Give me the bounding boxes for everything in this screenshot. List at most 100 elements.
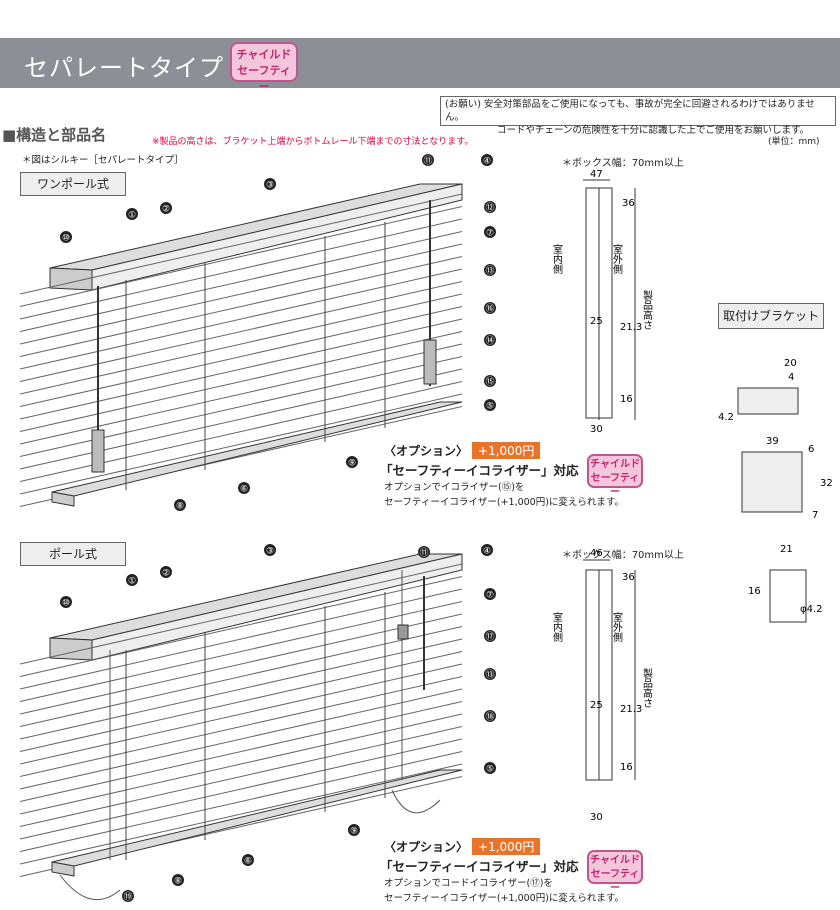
dim-213: 21.3 (620, 322, 642, 333)
callout-marker (174, 499, 186, 511)
badge-line1: チャイルド (590, 459, 640, 470)
slat (19, 726, 463, 827)
figure-note: ＊図はシルキー［セパレートタイプ］ (22, 155, 184, 166)
callout-number: ⑪ (419, 548, 428, 559)
callout-marker (60, 231, 72, 243)
callout-number: ⑬ (485, 670, 494, 681)
callout-marker (126, 574, 138, 586)
callout-marker (484, 399, 496, 411)
slat (19, 613, 463, 715)
callout-marker (484, 710, 496, 722)
section-note: ※製品の高さは、ブラケット上端からボトムレール下端までの寸法となります。 (152, 137, 474, 147)
dim-42: 4.2 (718, 412, 734, 423)
callout-marker (348, 824, 360, 836)
one-pole-option-name: 「セーフティーイコライザー」対応 (380, 463, 579, 478)
slat (19, 663, 463, 765)
slat (19, 713, 463, 815)
callout-number: ⑭ (485, 336, 494, 347)
callout-number: ⑦ (486, 591, 494, 601)
slat (19, 206, 463, 307)
pole-option-row: 〈オプション〉+1,000円 (384, 838, 541, 855)
desc-line2: セーフティーイコライザー(+1,000円)に変えられます。 (384, 497, 624, 508)
badge-line1: チャイルド (236, 48, 292, 61)
slat (19, 306, 463, 407)
bracket-title: 取付けブラケット (718, 303, 824, 329)
slat (19, 688, 463, 790)
callout-number: ⑪ (423, 156, 432, 167)
callout-number: ① (128, 211, 136, 221)
callout-number: ⑩ (62, 234, 70, 244)
dim-39: 39 (766, 436, 779, 447)
pole-slats (19, 563, 463, 877)
page-header: セパレートタイプ チャイルド セーフティー (0, 38, 840, 93)
callout-marker (484, 668, 496, 680)
dim-7: 7 (812, 510, 818, 521)
one-pole-option-desc: オプションでイコライザー(⑮)を セーフティーイコライザー(+1,000円)に変… (384, 480, 624, 510)
unit-label: (単位：mm) (768, 137, 820, 147)
callout-number: ⑥ (244, 857, 252, 867)
slat (19, 738, 463, 840)
slat (19, 393, 463, 495)
callout-marker (264, 178, 276, 190)
callout-number: ⑮ (485, 377, 494, 388)
dim-32: 32 (820, 478, 833, 489)
callout-number: ① (128, 577, 136, 587)
indoor-label: 室内側 (551, 243, 563, 274)
slat (19, 626, 463, 727)
callout-marker (484, 630, 496, 642)
dim-25: 25 (590, 700, 603, 711)
section-title: ■構造と部品名 (2, 126, 107, 144)
dim-21: 21 (780, 544, 793, 555)
dim-top-width: 46 (590, 548, 603, 559)
desc-line2: セーフティーイコライザー(+1,000円)に変えられます。 (384, 893, 624, 904)
option-label: 〈オプション〉 (384, 840, 469, 854)
callout-number: ⑨ (348, 459, 356, 469)
one-pole-slats (19, 193, 463, 507)
slat (19, 601, 463, 702)
desc-line1: オプションでイコライザー(⑮)を (384, 482, 525, 493)
callout-marker (160, 202, 172, 214)
page-title: セパレートタイプ (24, 54, 224, 82)
slat (19, 701, 463, 802)
callout-marker (484, 334, 496, 346)
pole-label: ポール式 (20, 542, 126, 566)
one-pole-label: ワンポール式 (20, 172, 126, 196)
slat (19, 293, 463, 395)
dim-213: 21.3 (620, 704, 642, 715)
slat (19, 763, 463, 865)
callout-number: ⑲ (123, 892, 132, 903)
pole-blind (19, 553, 463, 900)
callout-marker (422, 154, 434, 166)
callout-marker (481, 544, 493, 556)
callout-number: ⑨ (350, 827, 358, 837)
callout-marker (418, 546, 430, 558)
dim-16: 16 (620, 394, 633, 405)
dim-bottom-width: 30 (590, 424, 603, 435)
pole-child-safety-badge: チャイルド セーフティー (587, 850, 643, 894)
badge-line2: セーフティー (590, 869, 640, 894)
pole-side-section: 46 36 25 21.3 16 30 製品高さ 室内側 室外側 (551, 548, 653, 823)
outdoor-label: 室外側 (611, 243, 623, 274)
callout-marker (484, 302, 496, 314)
callout-marker (238, 482, 250, 494)
callout-marker (484, 588, 496, 600)
callout-number: ⑫ (485, 203, 494, 214)
slat (19, 268, 463, 370)
one-pole-option-row: 〈オプション〉+1,000円 (384, 442, 541, 459)
callout-number: ⑤ (486, 765, 494, 775)
badge-line1: チャイルド (590, 855, 640, 866)
dim-6: 6 (808, 444, 814, 455)
dim-36: 36 (622, 572, 635, 583)
callout-number: ⑱ (485, 712, 494, 723)
callout-marker (60, 596, 72, 608)
slat (19, 318, 463, 420)
slat (19, 343, 463, 445)
callout-marker (484, 762, 496, 774)
callout-marker (346, 456, 358, 468)
callout-marker (484, 226, 496, 238)
pole-option-name: 「セーフティーイコライザー」対応 (380, 859, 579, 874)
outdoor-label: 室外側 (611, 611, 623, 642)
dim-16: 16 (748, 586, 761, 597)
